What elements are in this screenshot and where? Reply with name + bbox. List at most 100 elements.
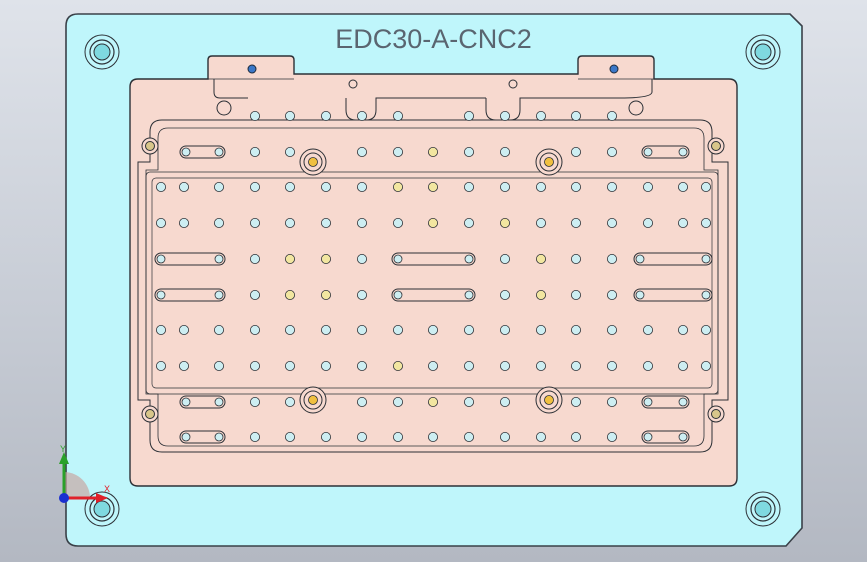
slot [641, 430, 690, 444]
locator-pin [544, 157, 554, 167]
slot-end-hole [701, 290, 711, 300]
slot-end-hole [678, 147, 688, 157]
fixture-hole [427, 396, 438, 407]
bolt-top-right [745, 34, 781, 70]
fixture-hole [536, 431, 547, 442]
fixture-hole [643, 360, 654, 371]
fixture-hole [284, 146, 295, 157]
fixture-hole [284, 289, 295, 300]
fixture-hole [499, 289, 510, 300]
fixture-hole [356, 289, 367, 300]
fixture-hole [320, 253, 331, 264]
fixture-hole [213, 324, 224, 335]
fixture-hole [701, 360, 712, 371]
fixture-hole [356, 181, 367, 192]
fixture-hole [499, 431, 510, 442]
fixture-hole [284, 111, 295, 122]
fixture-hole [463, 360, 474, 371]
slot-end-hole [464, 290, 474, 300]
fixture-hole [392, 217, 403, 228]
fixture-hole [571, 324, 582, 335]
fixture-hole [320, 181, 331, 192]
fixture-hole [427, 146, 438, 157]
fixture-hole [463, 217, 474, 228]
fixture-hole [155, 217, 166, 228]
slot-end-hole [643, 432, 653, 442]
fixture-hole [678, 181, 689, 192]
slot-end-hole [214, 397, 224, 407]
fixture-hole [155, 181, 166, 192]
slot-end-hole [678, 432, 688, 442]
fixture-hole [320, 360, 331, 371]
fixture-hole [392, 360, 403, 371]
fixture-hole [249, 146, 260, 157]
hole-grid [155, 111, 712, 442]
fixture-hole [392, 324, 403, 335]
fixture-hole [607, 324, 618, 335]
slot-group [154, 145, 713, 444]
fixture-hole [356, 217, 367, 228]
locator-pin [308, 157, 318, 167]
slot-end-hole [156, 290, 166, 300]
fixture-hole [392, 181, 403, 192]
fixture-hole [607, 253, 618, 264]
fixture-hole [463, 431, 474, 442]
bolt-bottom-right [745, 491, 781, 527]
fixture-hole [643, 324, 654, 335]
fixture-hole [701, 324, 712, 335]
bolt-top-left [84, 34, 120, 70]
fixture-hole [356, 396, 367, 407]
fixture-hole [643, 217, 654, 228]
locator-bore [539, 152, 559, 172]
fixture-hole [571, 111, 582, 122]
slot-end-hole [678, 397, 688, 407]
fixture-hole [213, 360, 224, 371]
fixture-hole [178, 217, 189, 228]
fixture-hole [701, 217, 712, 228]
fixture-hole [392, 396, 403, 407]
slot-end-hole [643, 147, 653, 157]
fixture-hole [284, 360, 295, 371]
corner-bolts [84, 34, 781, 527]
fixture-hole [178, 324, 189, 335]
fixture-hole [155, 324, 166, 335]
fixture-hole [320, 217, 331, 228]
fixture-hole [678, 324, 689, 335]
fixture-hole [356, 360, 367, 371]
fixture-hole [284, 324, 295, 335]
fixture-hole [320, 289, 331, 300]
fixture-hole [178, 181, 189, 192]
fixture-hole [284, 253, 295, 264]
fixture-hole [536, 253, 547, 264]
fixture-hole [571, 289, 582, 300]
fixture-hole [320, 111, 331, 122]
slot [179, 145, 226, 159]
fixture-hole [356, 111, 367, 122]
fixture-hole [249, 217, 260, 228]
fixture-hole [536, 217, 547, 228]
fixture-hole [249, 360, 260, 371]
fixture-hole [571, 431, 582, 442]
fixture-hole [155, 360, 166, 371]
fixture-hole [607, 111, 618, 122]
fixture-hole [178, 360, 189, 371]
fixture-hole [427, 360, 438, 371]
slot-end-hole [181, 397, 191, 407]
fixture-hole [536, 324, 547, 335]
fixture-hole [392, 146, 403, 157]
slot [391, 288, 476, 302]
fixture-hole [356, 146, 367, 157]
slot-end-hole [635, 254, 645, 264]
locator-pins [299, 148, 563, 414]
fixture-hole [607, 289, 618, 300]
fixture-hole [427, 324, 438, 335]
fixture-hole [320, 431, 331, 442]
fixture-hole [499, 217, 510, 228]
fixture-hole [463, 146, 474, 157]
fixture-hole [213, 181, 224, 192]
fixture-hole [320, 324, 331, 335]
fixture-hole [427, 217, 438, 228]
fixture-hole [571, 253, 582, 264]
fixture-hole [213, 217, 224, 228]
